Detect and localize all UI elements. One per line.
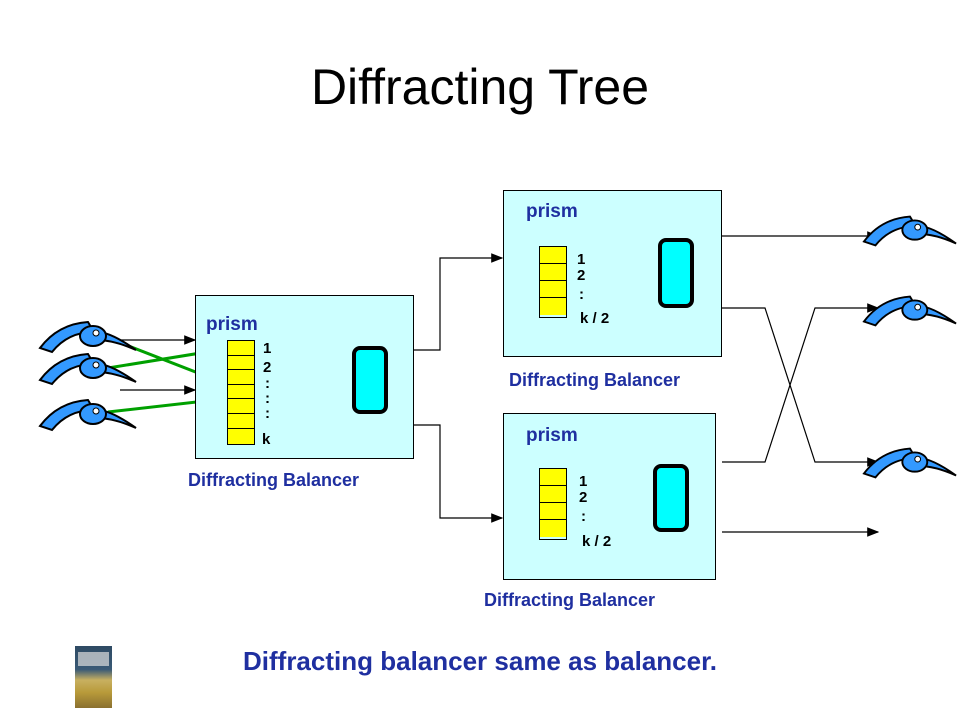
left-balancer-label: Diffracting Balancer bbox=[188, 470, 360, 490]
slide-title: Diffracting Tree bbox=[310, 59, 650, 115]
left-toggle bbox=[352, 346, 388, 414]
top-prism-stack bbox=[539, 246, 567, 318]
wire-left-to-top bbox=[412, 253, 504, 351]
bottom-toggle bbox=[653, 464, 689, 532]
left-slot-1: 1 bbox=[263, 340, 272, 357]
book-cover-title-strip bbox=[78, 652, 109, 666]
bottom-prism-label: prism bbox=[526, 425, 578, 446]
wire-left-to-bottom bbox=[412, 424, 504, 523]
top-balancer-label: Diffracting Balancer bbox=[509, 370, 681, 390]
top-toggle bbox=[658, 238, 694, 308]
bottom-slot-k2: k / 2 bbox=[582, 533, 612, 550]
bottom-balancer-label: Diffracting Balancer bbox=[484, 590, 656, 610]
left-prism-label: prism bbox=[206, 314, 258, 335]
output-wire-cross-b bbox=[722, 303, 880, 463]
bird-icon bbox=[862, 295, 957, 327]
top-slot-1: 1 bbox=[577, 251, 586, 268]
top-prism-label: prism bbox=[526, 201, 578, 222]
bird-icon bbox=[38, 320, 137, 354]
top-slot-dots: : bbox=[579, 286, 584, 303]
left-slot-k: k bbox=[262, 431, 271, 448]
output-wire-cross-a bbox=[722, 307, 880, 467]
top-slot-k2: k / 2 bbox=[580, 310, 610, 327]
bottom-slot-2: 2 bbox=[579, 489, 588, 506]
slide-caption: Diffracting balancer same as balancer. bbox=[243, 646, 717, 676]
bird-icon bbox=[38, 352, 137, 386]
left-slot-dots: : : : bbox=[265, 375, 270, 422]
bottom-slot-dots: : bbox=[581, 508, 586, 525]
bottom-prism-stack bbox=[539, 468, 567, 540]
top-slot-2: 2 bbox=[577, 267, 586, 284]
bird-icon bbox=[862, 447, 957, 479]
left-slot-2: 2 bbox=[263, 359, 272, 376]
bird-icon bbox=[862, 215, 957, 247]
bird-icon bbox=[38, 398, 137, 432]
bottom-slot-1: 1 bbox=[579, 473, 588, 490]
left-prism-stack bbox=[227, 340, 255, 445]
